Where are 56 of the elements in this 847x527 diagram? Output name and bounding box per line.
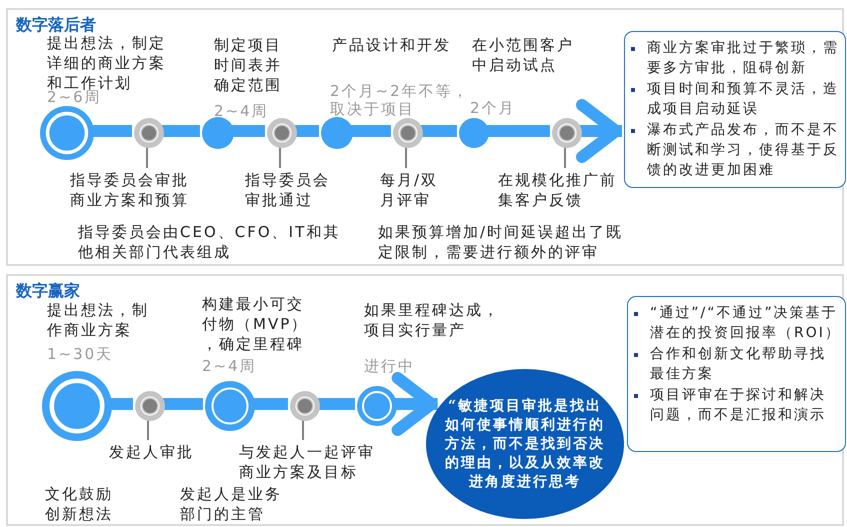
section-panel: [6, 8, 844, 266]
milestone-note: 指导委员会审批通过: [245, 170, 337, 210]
duration-label: 2~4周: [202, 357, 258, 375]
notes-box: [627, 296, 846, 452]
stage-description: 产品设计和开发: [332, 35, 452, 55]
stage-description: 制定项目时间表并确定范围: [214, 35, 283, 95]
milestone-note: 指导委员会审批商业方案和预算: [70, 170, 196, 210]
milestone-note: 与发起人一起评审商业方案及目标: [239, 442, 381, 482]
quote-text: “敏捷项目审批是找出如何使事情顺利进行的方法，而不是找到否决的理由，以及从效率改进角度进行思考: [445, 396, 605, 492]
stage-description: 在小范围客户中启动试点: [472, 35, 575, 75]
milestone-circle: [42, 371, 112, 441]
milestone-note: 每月/双月评审: [380, 170, 454, 210]
checkpoint-circle: [134, 118, 164, 148]
milestone-circle: [321, 117, 353, 149]
duration-label: 进行中: [364, 357, 416, 375]
footnote-text: 文化鼓励创新想法: [45, 484, 114, 524]
leader-line: [279, 146, 281, 168]
section-title: 数字赢家: [16, 281, 80, 302]
milestone-note: 发起人审批: [109, 442, 201, 462]
bullet-text: “通过”/“不通过”决策基于潜在的投资回报率（ROI）: [650, 304, 841, 343]
leader-line: [405, 146, 407, 168]
section-panel: [6, 274, 844, 526]
milestone-circle: [459, 118, 489, 148]
bullet-text: 项目时间和预算不灵活，造成项目启动延误: [647, 80, 840, 119]
checkpoint-circle: [290, 391, 320, 421]
duration-label: 2个月~2年不等，取决于项目: [330, 82, 470, 118]
checkpoint-circle: [393, 118, 423, 148]
milestone-circle: [357, 386, 397, 426]
milestone-note: 在规模化推广前集客户反馈: [498, 170, 622, 210]
section-title: 数字落后者: [16, 15, 96, 36]
leader-line: [146, 146, 148, 168]
stage-description: 如果里程碑达成，项目实行量产: [364, 300, 501, 340]
bullet-text: 项目评审在于探讨和解决问题，而不是汇报和演示: [650, 386, 827, 425]
footnote-text: 发起人是业务部门的主管: [180, 484, 283, 524]
milestone-circle: [202, 117, 234, 149]
milestone-circle: [205, 381, 255, 431]
checkpoint-circle: [135, 391, 165, 421]
timeline-arrow: [576, 99, 622, 163]
timeline-arrow: [392, 372, 438, 436]
bullet-text: 商业方案审批过于繁琐，需要多方审批，阻碍创新: [647, 39, 840, 78]
checkpoint-circle: [267, 118, 297, 148]
leader-line: [564, 146, 566, 168]
footnote-text: 如果预算增加/时间延误超出了既定限制，需要进行额外的评审: [378, 222, 624, 262]
bullet-text: 合作和创新文化帮助寻找最佳方案: [650, 345, 827, 384]
stage-description: 提出想法，制作商业方案: [47, 300, 150, 340]
footnote-text: 指导委员会由CEO、CFO、IT和其他相关部门代表组成: [78, 222, 342, 262]
leader-line: [147, 419, 149, 440]
milestone-circle: [40, 106, 94, 160]
leader-line: [302, 419, 304, 440]
notes-box: [624, 31, 846, 188]
duration-label: 2个月: [470, 99, 517, 117]
duration-label: 2~4周: [214, 102, 270, 120]
checkpoint-circle: [552, 118, 582, 148]
bullet-text: 瀑布式产品发布，而不是不断测试和学习，使得基于反馈的改进更加困难: [647, 121, 840, 180]
stage-description: 构建最小可交付物（MVP），确定里程碑: [202, 294, 310, 354]
duration-label: 1~30天: [47, 345, 114, 363]
